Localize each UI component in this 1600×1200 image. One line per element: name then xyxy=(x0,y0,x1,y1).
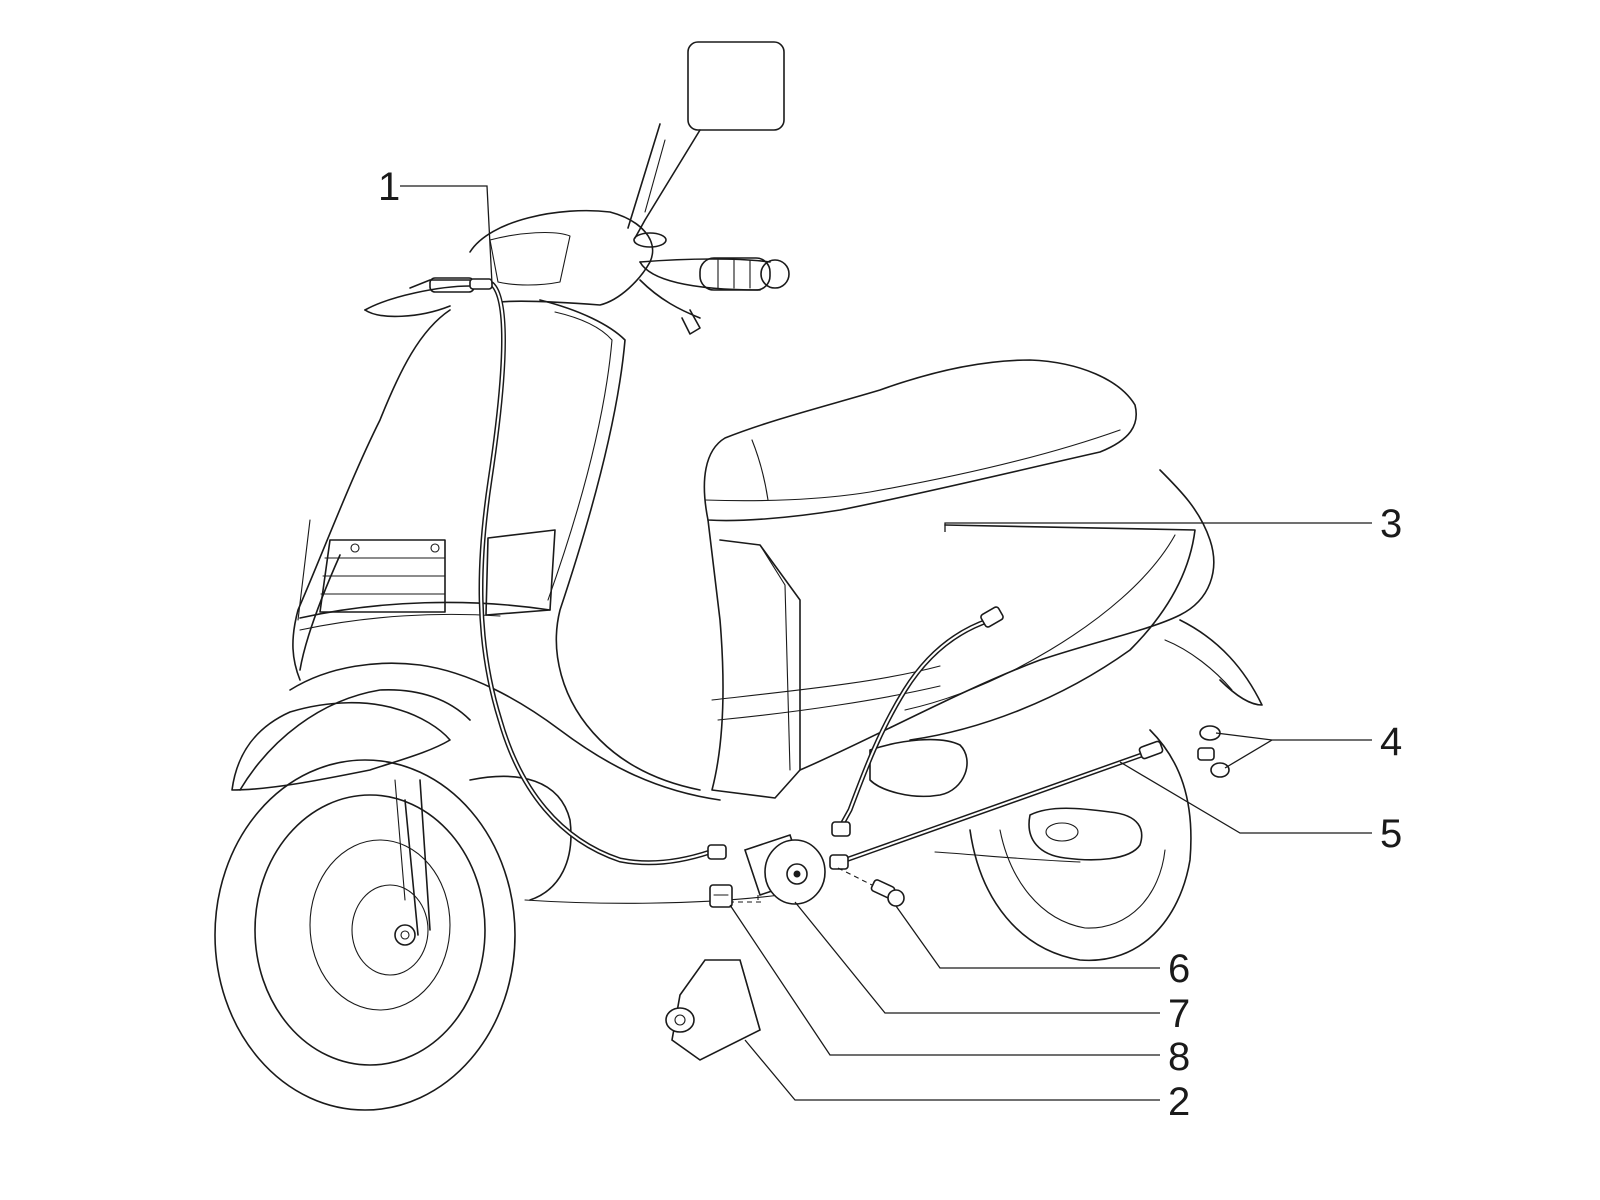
cable-5 xyxy=(829,740,1164,870)
front-fender xyxy=(231,701,451,791)
floorboard xyxy=(289,662,721,801)
left-grip xyxy=(364,277,475,318)
callout-6: 6 xyxy=(1168,947,1190,991)
side-cover xyxy=(909,524,1196,741)
drive-unit xyxy=(720,833,826,905)
nut-screw-4 xyxy=(1197,725,1230,778)
clip-8 xyxy=(709,884,733,908)
rear-body xyxy=(707,469,1215,799)
callout-1: 1 xyxy=(378,165,400,209)
center-panel xyxy=(539,299,701,791)
callout-5: 5 xyxy=(1380,812,1402,856)
speedometer-cable xyxy=(469,278,727,866)
right-grip xyxy=(639,257,790,335)
mirror xyxy=(627,41,785,248)
gearbox-2 xyxy=(665,959,761,1061)
callout-3: 3 xyxy=(1380,502,1402,546)
front-grill xyxy=(297,519,446,621)
leader-lines xyxy=(400,185,1372,1101)
kickstand xyxy=(1028,807,1143,861)
callout-7: 7 xyxy=(1168,992,1190,1036)
rear-wheel xyxy=(969,729,1192,962)
front-wheel xyxy=(214,759,516,1111)
callout-2: 2 xyxy=(1168,1080,1190,1124)
leg-shield xyxy=(292,309,451,681)
scooter-outline xyxy=(214,41,1263,1111)
callout-8: 8 xyxy=(1168,1035,1190,1079)
seat xyxy=(703,359,1137,522)
rear-fender xyxy=(1179,619,1263,706)
cable-3 xyxy=(831,606,1004,837)
screw-6 xyxy=(837,867,905,907)
headset xyxy=(469,209,654,306)
callout-4: 4 xyxy=(1380,720,1402,764)
